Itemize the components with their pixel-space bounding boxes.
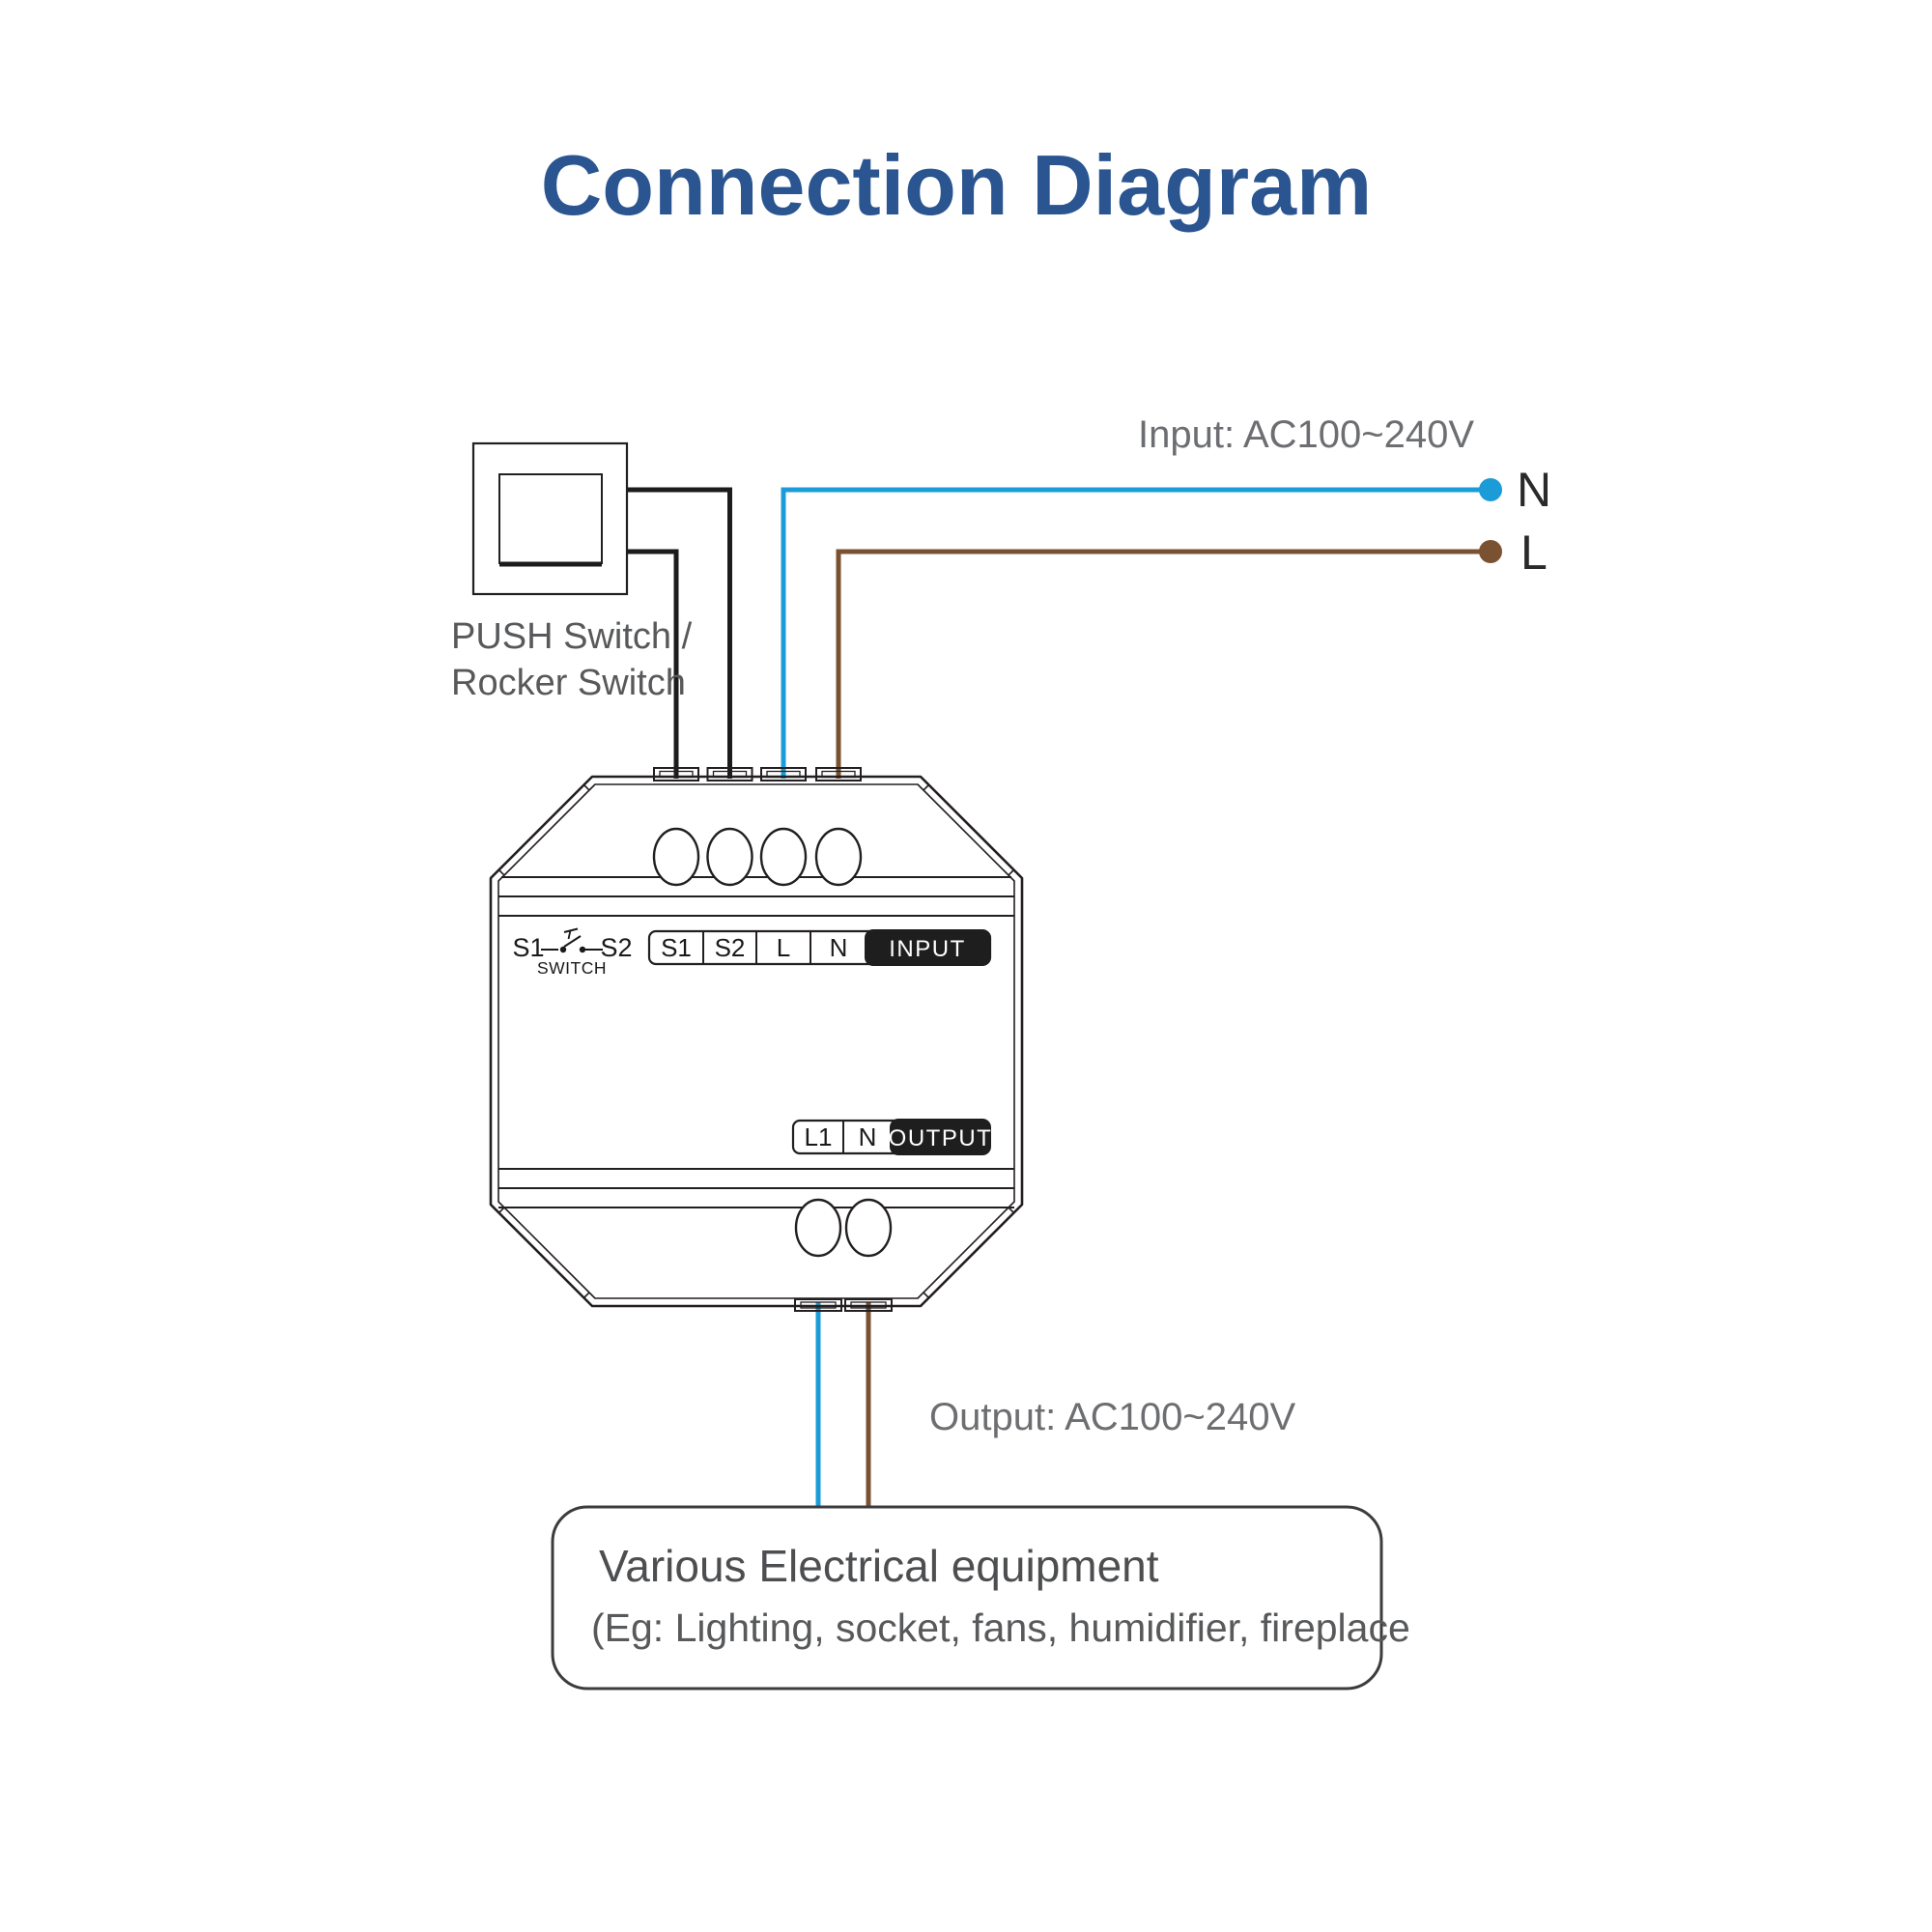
neutral-terminal-dot	[1479, 478, 1502, 501]
push-switch-label-line1: PUSH Switch /	[451, 616, 693, 657]
relay-module: S1 S2 SWITCH S1 S2 L N INPUT	[489, 767, 1024, 1312]
input-cell-l: L	[777, 933, 790, 962]
tab-l	[760, 767, 807, 781]
input-cell-s2: S2	[715, 933, 746, 962]
switch-contact-dot	[579, 946, 586, 953]
screw-holes-bottom	[794, 1198, 893, 1258]
push-switch-frame	[471, 441, 629, 596]
live-label: L	[1520, 526, 1548, 580]
corner-seams	[497, 783, 1015, 1299]
output-strip-label: OUTPUT	[889, 1125, 993, 1151]
equipment-box-frame	[551, 1505, 1383, 1690]
screw-hole	[706, 827, 753, 887]
tab-s1	[653, 767, 699, 781]
switch-symbol-glyph	[541, 927, 603, 951]
switch-symbol: S1 S2 SWITCH	[512, 927, 633, 978]
switch-symbol-s1: S1	[512, 933, 544, 962]
equipment-box: Various Electrical equipment (Eg: Lighti…	[551, 1505, 1410, 1690]
equipment-label-line1: Various Electrical equipment	[599, 1541, 1159, 1591]
device-outer-outline	[489, 775, 1024, 1308]
wire-switch-s2	[627, 487, 732, 779]
wire-input-live	[836, 549, 1491, 779]
switch-symbol-s2: S2	[600, 933, 632, 962]
wire-switch-s1	[627, 549, 679, 779]
input-voltage-label: Input: AC100~240V	[1138, 413, 1474, 456]
input-tabs	[653, 767, 862, 781]
output-cell-l1: L1	[805, 1122, 833, 1151]
input-cell-s1: S1	[661, 933, 692, 962]
switch-contact-dot	[559, 946, 567, 953]
output-voltage-label: Output: AC100~240V	[929, 1396, 1296, 1438]
push-switch-label-line2: Rocker Switch	[451, 663, 686, 703]
switch-symbol-caption: SWITCH	[537, 958, 607, 978]
output-tabs	[794, 1298, 893, 1312]
output-strip-tag	[890, 1119, 991, 1155]
screw-holes-top	[652, 827, 863, 887]
screw-hole	[814, 827, 863, 887]
tab-n	[815, 767, 862, 781]
live-terminal-dot	[1479, 540, 1502, 563]
push-switch-button	[498, 473, 603, 564]
push-switch: PUSH Switch / Rocker Switch	[451, 441, 693, 703]
equipment-label-line2: (Eg: Lighting, socket, fans, humidifier,…	[591, 1605, 1410, 1650]
output-terminal-strip: L1 N OUTPUT	[791, 1119, 993, 1155]
neutral-label: N	[1517, 463, 1551, 517]
screw-hole	[794, 1198, 842, 1258]
output-cell-n: N	[859, 1122, 877, 1151]
tab-s2	[706, 767, 753, 781]
input-terminal-strip: S1 S2 L N INPUT	[647, 929, 992, 966]
input-strip-label: INPUT	[889, 936, 966, 962]
device-inner-outline	[497, 783, 1015, 1299]
screw-hole	[759, 827, 808, 887]
screw-hole	[652, 827, 700, 887]
tab-out-n	[844, 1298, 893, 1312]
input-cell-n: N	[830, 933, 848, 962]
input-strip-tag	[865, 929, 991, 966]
screw-hole	[844, 1198, 893, 1258]
wire-input-neutral	[781, 487, 1491, 779]
page-title: Connection Diagram	[541, 137, 1373, 233]
tab-out-l1	[794, 1298, 842, 1312]
